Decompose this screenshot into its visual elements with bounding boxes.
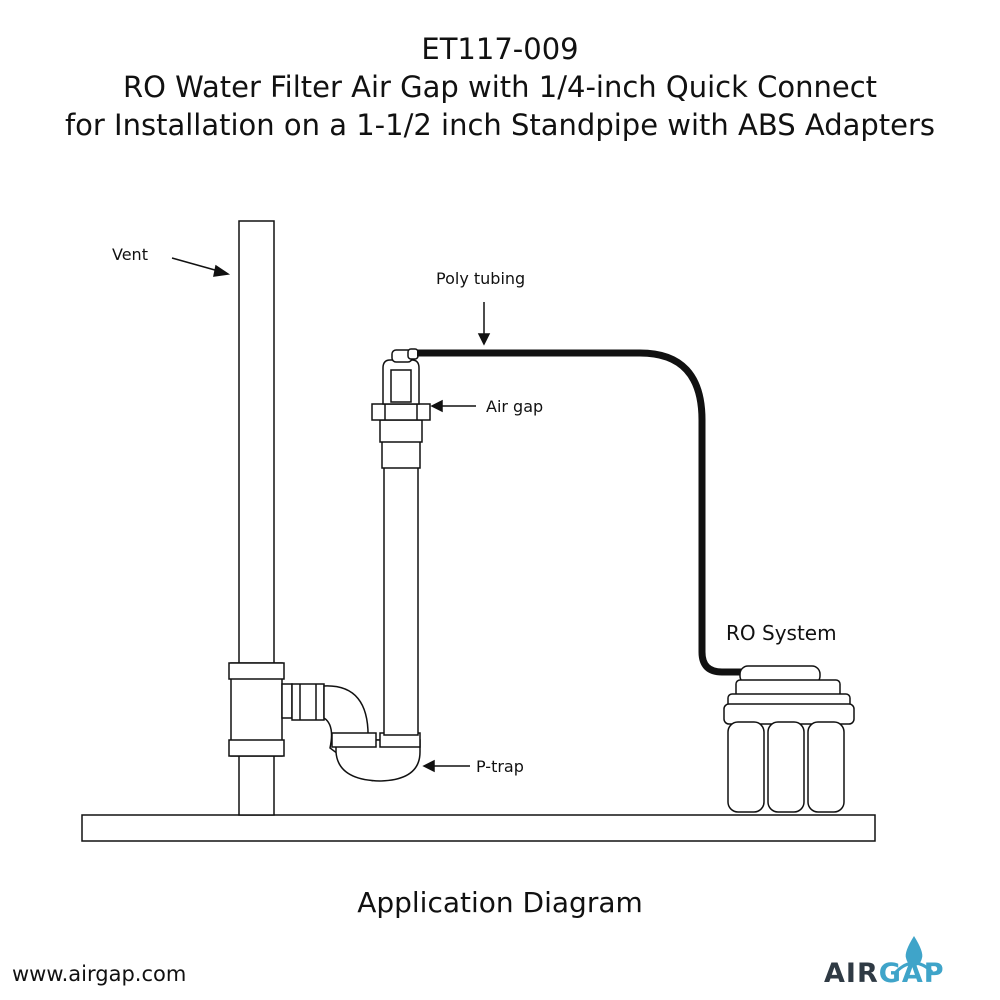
title-line-3: for Installation on a 1-1/2 inch Standpi…: [64, 108, 936, 142]
p-trap-label: P-trap: [476, 757, 524, 776]
water-drop-icon: [894, 936, 934, 974]
label-arrows: [171, 257, 491, 773]
logo-text-air: AIR: [824, 958, 879, 989]
airgap-logo: AIRGAP: [824, 934, 984, 994]
trap-arm-nut: [291, 683, 325, 721]
poly-tubing-label: Poly tubing: [436, 269, 525, 288]
logo-text-gap: GAP: [878, 958, 945, 989]
standpipe: [383, 439, 419, 736]
ro-system-label: RO System: [726, 621, 837, 645]
floor: [81, 814, 876, 842]
diagram-caption: Application Diagram: [357, 886, 643, 919]
poly-tubing: [417, 349, 742, 676]
air-gap-device: [371, 348, 431, 421]
part-number: ET117-009: [421, 32, 579, 66]
title-line-2: RO Water Filter Air Gap with 1/4-inch Qu…: [122, 70, 878, 104]
title-block: ET117-009 RO Water Filter Air Gap with 1…: [0, 30, 1000, 144]
vent-label: Vent: [112, 245, 148, 264]
website-link[interactable]: www.airgap.com: [12, 962, 187, 986]
air-gap-label: Air gap: [486, 397, 543, 416]
ro-system: [723, 665, 855, 813]
